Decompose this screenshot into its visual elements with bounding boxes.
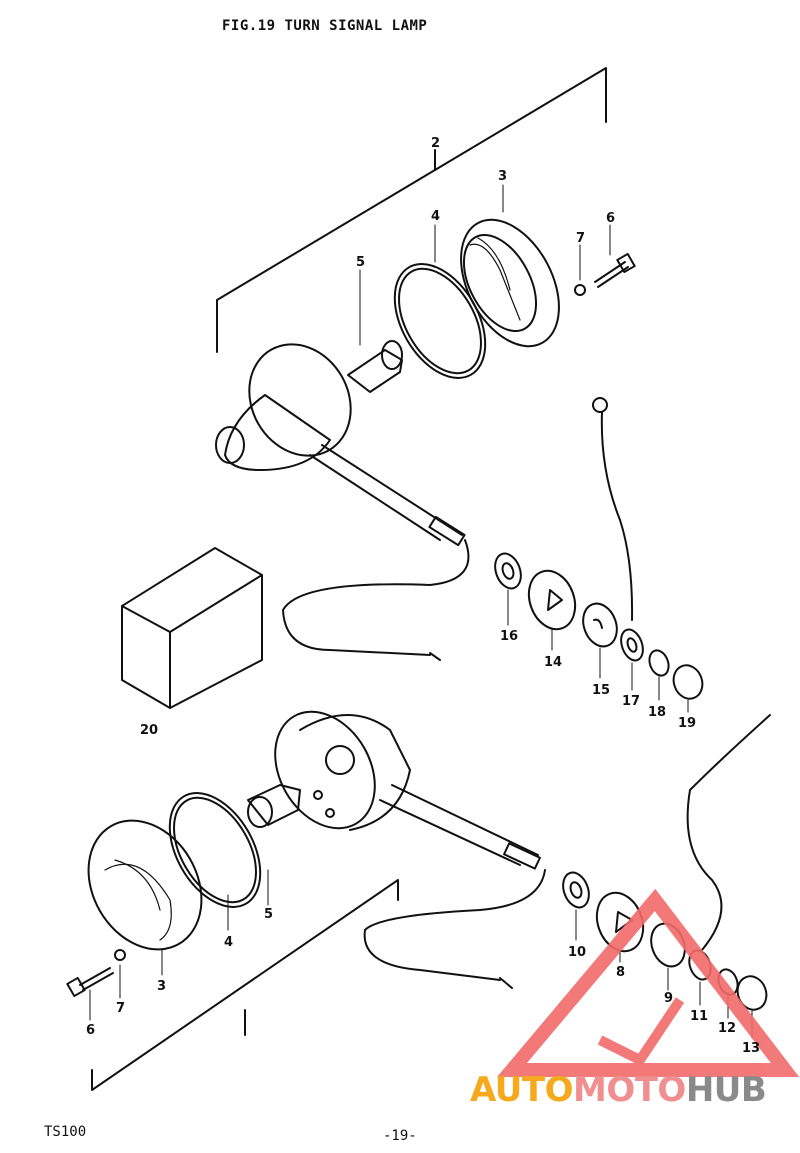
callout-3-bottom: 3	[157, 979, 166, 994]
lens-3-bottom	[87, 819, 203, 951]
ground-wire-bottom	[686, 714, 771, 951]
callout-13: 13	[742, 1041, 760, 1056]
callout-2: 2	[431, 136, 440, 151]
callout-12: 12	[718, 1021, 736, 1036]
bulb-5-bottom	[247, 784, 301, 826]
lens-3-top	[460, 218, 560, 348]
housing-top	[248, 343, 352, 457]
relay-20	[121, 547, 263, 709]
callout-8: 8	[616, 965, 625, 980]
washer-18	[648, 649, 670, 677]
model-label: TS100	[44, 1124, 87, 1140]
callout-6: 6	[606, 211, 615, 226]
washer-7-top	[574, 284, 586, 296]
bracket-2-bottom	[91, 879, 399, 1091]
nut-19	[672, 664, 704, 700]
wire-top	[282, 539, 470, 656]
watermark-moto: MOTO	[572, 1070, 686, 1110]
callout-4: 4	[431, 209, 440, 224]
grommet-14	[527, 569, 577, 631]
gasket-4-bottom	[168, 792, 262, 908]
bulb-5-top	[347, 349, 403, 393]
callout-labels: 2 3 4 5 6 7 16 14 15 17 18 19 20 5 4 3 6…	[86, 136, 760, 1056]
callout-19: 19	[678, 716, 696, 731]
callout-3: 3	[498, 169, 507, 184]
washer-17	[620, 628, 644, 662]
callout-11: 11	[690, 1009, 708, 1024]
callout-16: 16	[500, 629, 518, 644]
callout-18: 18	[648, 705, 666, 720]
nut-13	[736, 975, 768, 1011]
stalk-top	[309, 454, 441, 541]
page-number: -19-	[383, 1128, 417, 1144]
callout-10: 10	[568, 945, 586, 960]
callout-14: 14	[544, 655, 562, 670]
washer-10	[562, 871, 590, 909]
watermark-text: AUTOMOTOHUB	[470, 1070, 767, 1110]
wire-bottom	[363, 869, 546, 981]
callout-4-bottom: 4	[224, 935, 233, 950]
ground-eye-top	[592, 397, 608, 413]
bracket-2-top	[216, 67, 607, 353]
figure-title: FIG.19 TURN SIGNAL LAMP	[222, 18, 428, 34]
washer-7-bottom	[114, 949, 126, 961]
callout-5: 5	[356, 255, 365, 270]
nut-15	[582, 602, 618, 648]
stalk-bottom	[379, 799, 521, 866]
callout-9: 9	[664, 991, 673, 1006]
watermark-hub: HUB	[685, 1070, 767, 1110]
callout-17: 17	[622, 694, 640, 709]
callout-7: 7	[576, 231, 585, 246]
washer-16	[494, 552, 522, 590]
callout-6-bottom: 6	[86, 1023, 95, 1038]
housing-bottom	[274, 710, 376, 830]
callout-15: 15	[592, 683, 610, 698]
gasket-4-top	[393, 263, 487, 379]
watermark-auto: AUTO	[470, 1070, 573, 1110]
callout-20: 20	[140, 723, 158, 738]
callout-7-bottom: 7	[116, 1001, 125, 1016]
screw-6-bottom	[79, 967, 111, 986]
watermark-logo-icon	[496, 888, 800, 1077]
callout-5-bottom: 5	[264, 907, 273, 922]
